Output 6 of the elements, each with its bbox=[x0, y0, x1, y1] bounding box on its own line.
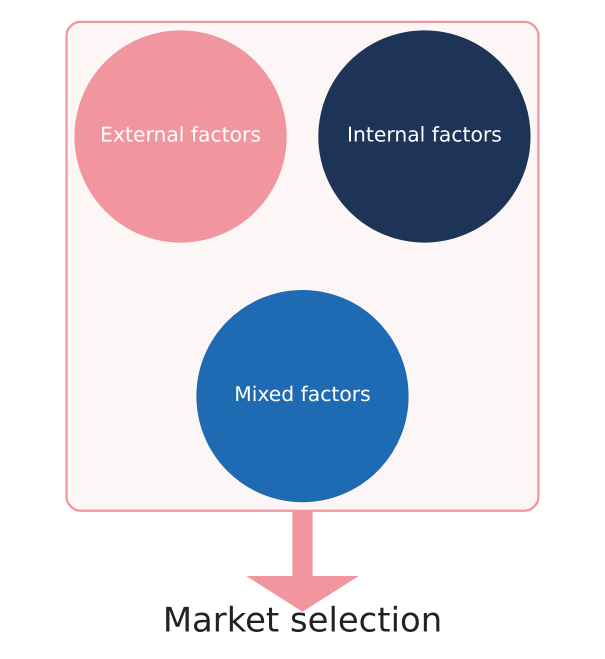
arrow bbox=[246, 510, 359, 612]
cluster bbox=[65, 20, 540, 512]
node-circle: Mixed factors bbox=[196, 290, 409, 502]
node-circle: Internal factors bbox=[318, 30, 531, 243]
node-text: Market selection bbox=[162, 600, 442, 640]
node-circle: External factors bbox=[74, 30, 287, 243]
